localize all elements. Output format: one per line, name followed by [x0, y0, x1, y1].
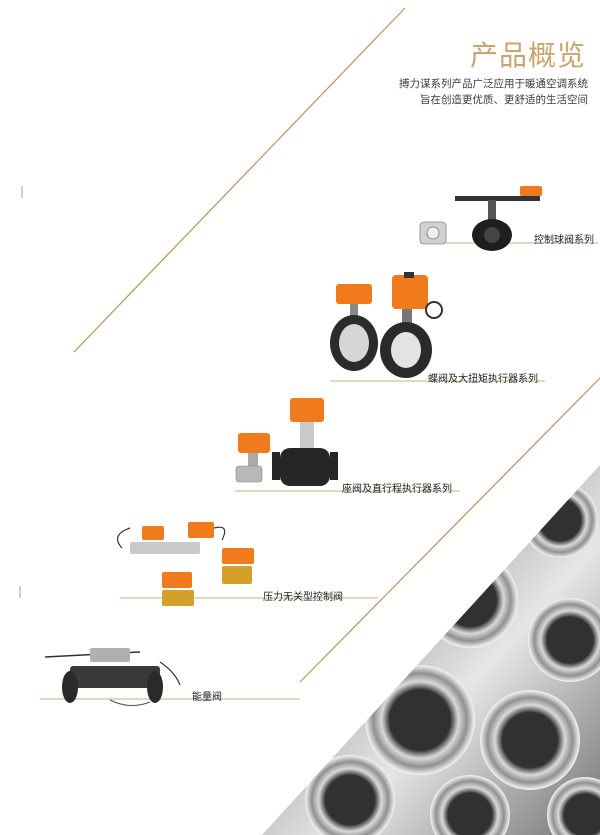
diagonal-line-bottom	[299, 377, 600, 683]
globe-valve-product-image	[235, 398, 338, 486]
subtitle-line-2: 旨在创造更优质、更舒适的生活空间	[420, 94, 588, 106]
page-title: 产品概览	[469, 39, 586, 72]
scan-mark	[19, 586, 21, 598]
product-label-pressure-independent-valve: 压力无关型控制阀	[263, 592, 343, 603]
energy-valve-product-image	[44, 648, 181, 706]
product-label-butterfly-valve: 蝶阀及大扭矩执行器系列	[428, 374, 538, 385]
product-label-ball-valve: 控制球阀系列	[534, 235, 594, 246]
metal-fittings-photo	[262, 465, 600, 835]
scan-mark	[21, 186, 23, 198]
butterfly-valve-product-image	[330, 272, 443, 378]
subtitle-line-1: 搏力谋系列产品广泛应用于暖通空调系统	[399, 78, 588, 90]
product-label-globe-valve: 座阀及直行程执行器系列	[342, 484, 452, 495]
pressure-independent-valve-product-image	[116, 522, 254, 606]
ball-valve-product-image	[419, 186, 542, 251]
diagonal-line-top	[73, 7, 406, 353]
product-label-energy-valve: 能量阀	[192, 692, 222, 703]
